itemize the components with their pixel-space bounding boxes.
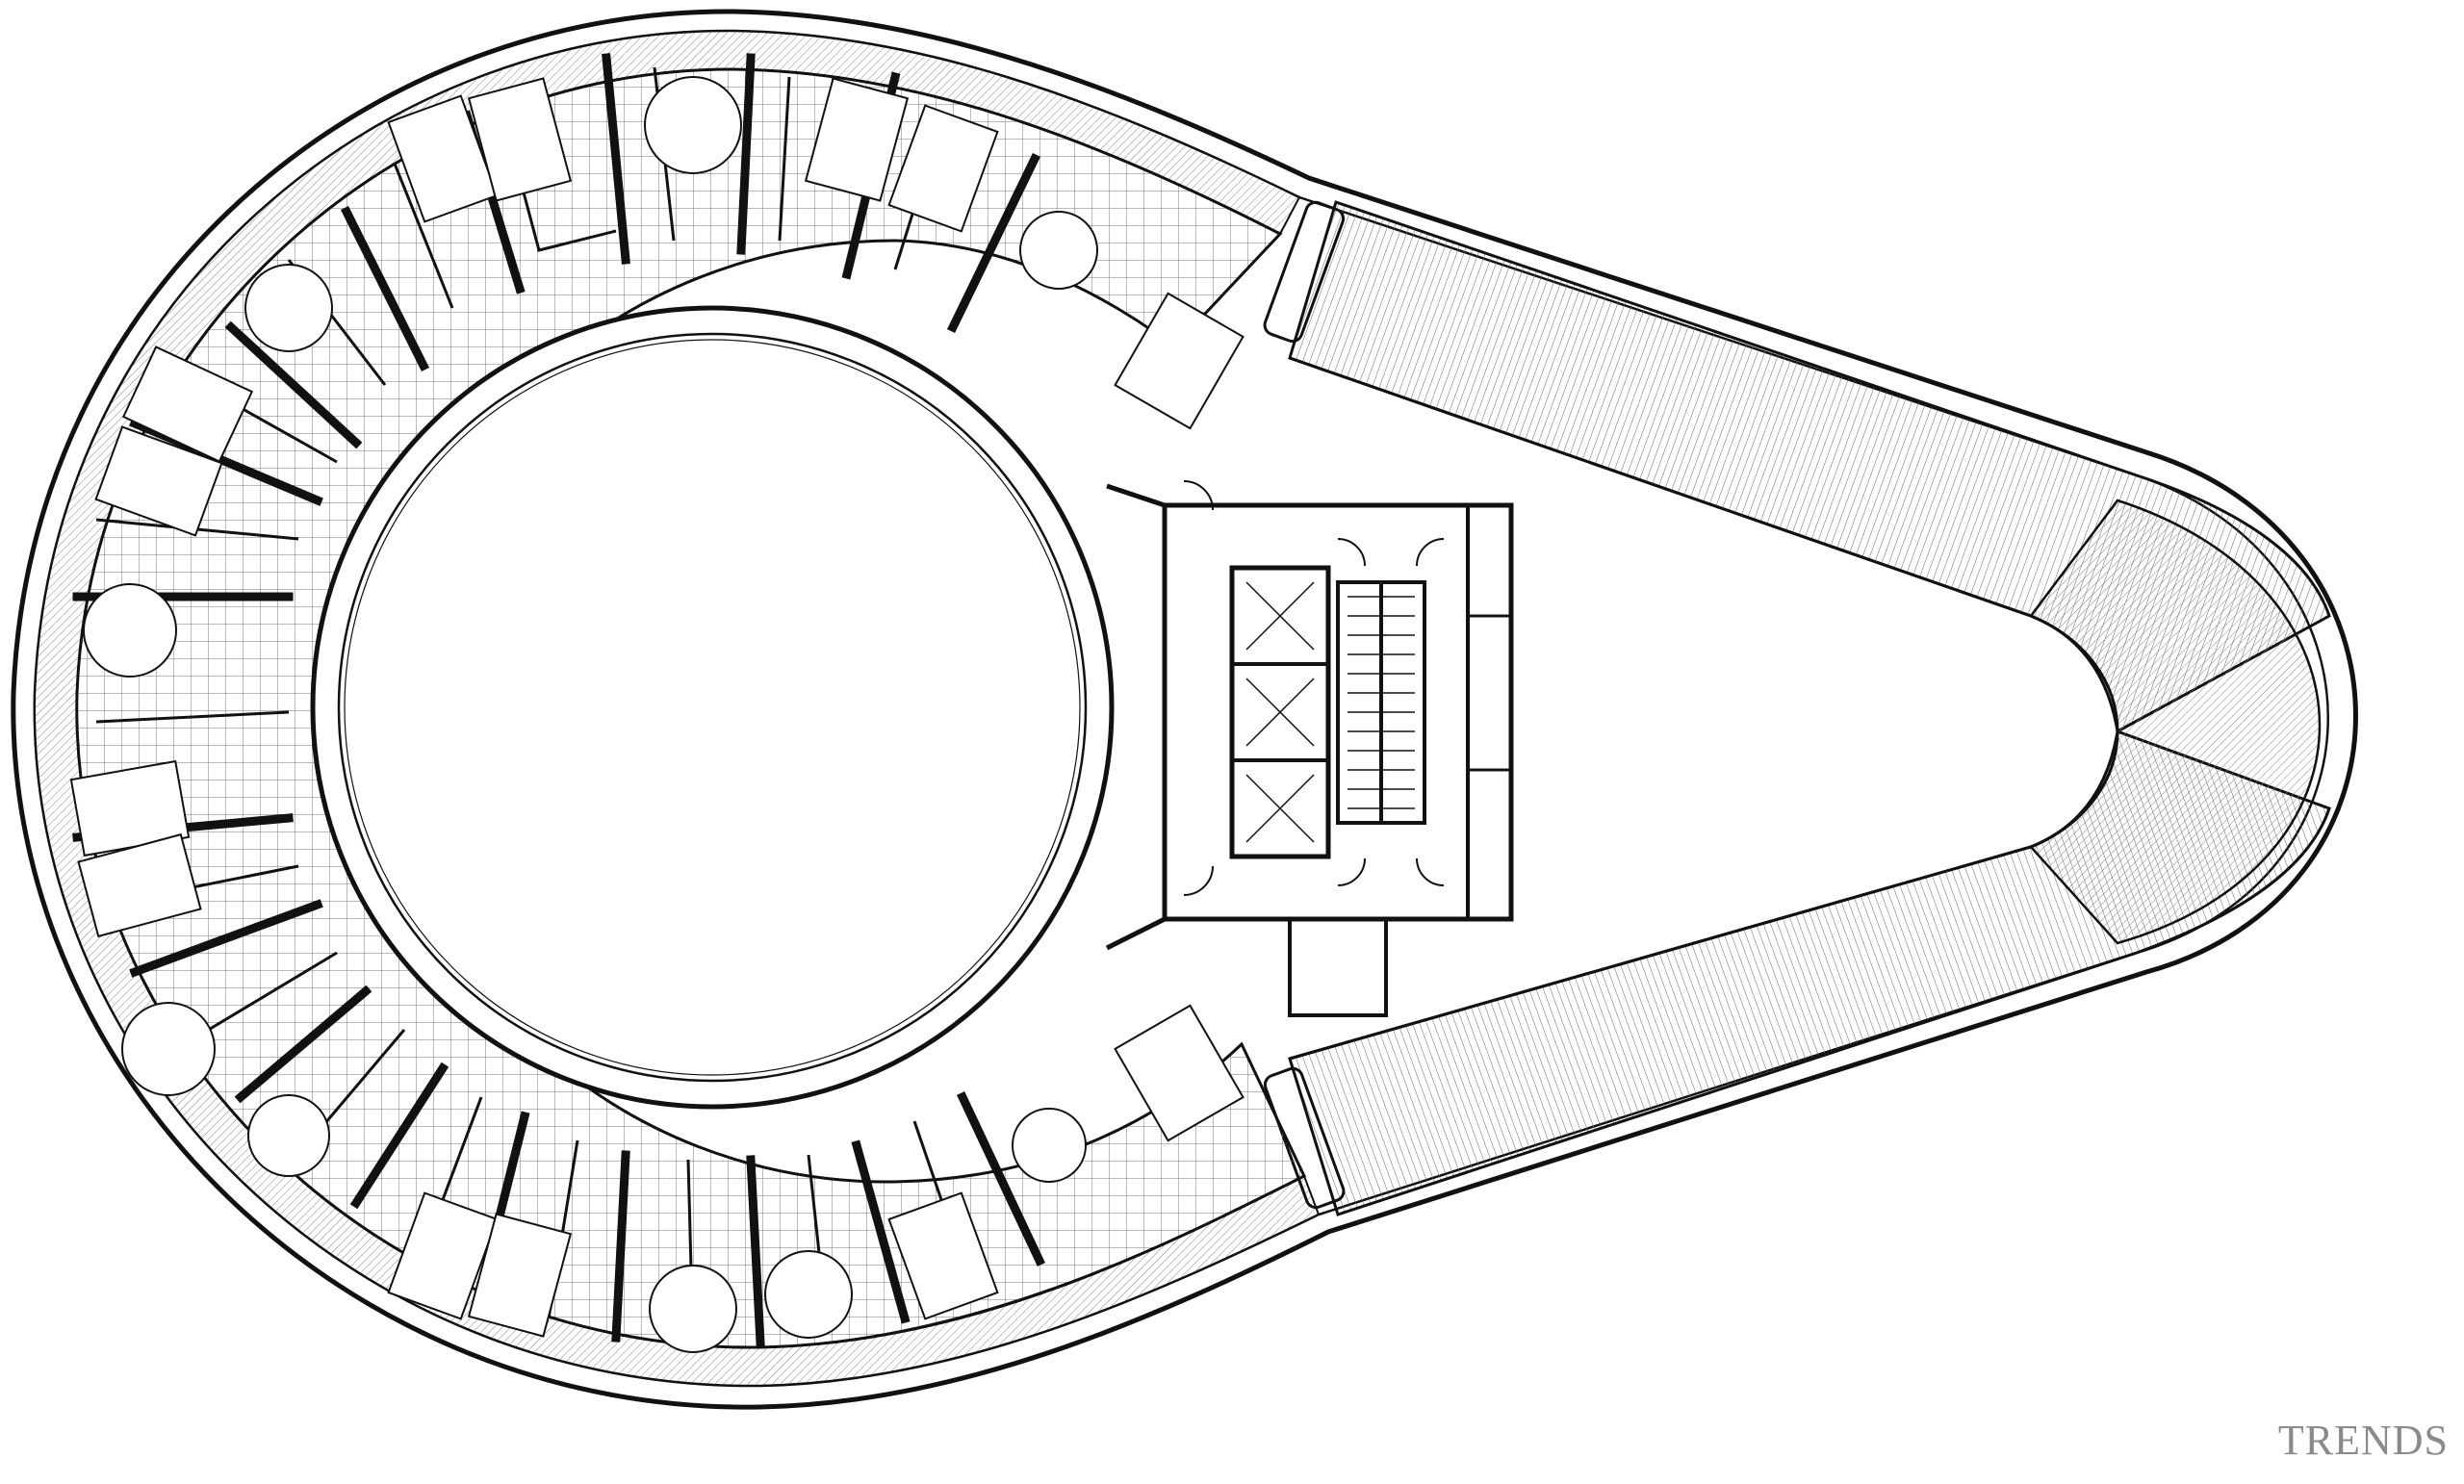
atrium-void-inner (344, 339, 1081, 1076)
building-outline-outer (11, 9, 2358, 1410)
atrium-void (337, 332, 1088, 1083)
planter-upper (1263, 200, 1346, 344)
door-swings (1183, 480, 1445, 896)
trends-watermark: TRENDS (2277, 1417, 2449, 1464)
party-walls (72, 53, 1045, 1347)
service-core (1105, 483, 1514, 1017)
round-tables (83, 76, 1098, 1353)
beds (69, 77, 1245, 1338)
deck-inner-edge (1289, 356, 2119, 1061)
